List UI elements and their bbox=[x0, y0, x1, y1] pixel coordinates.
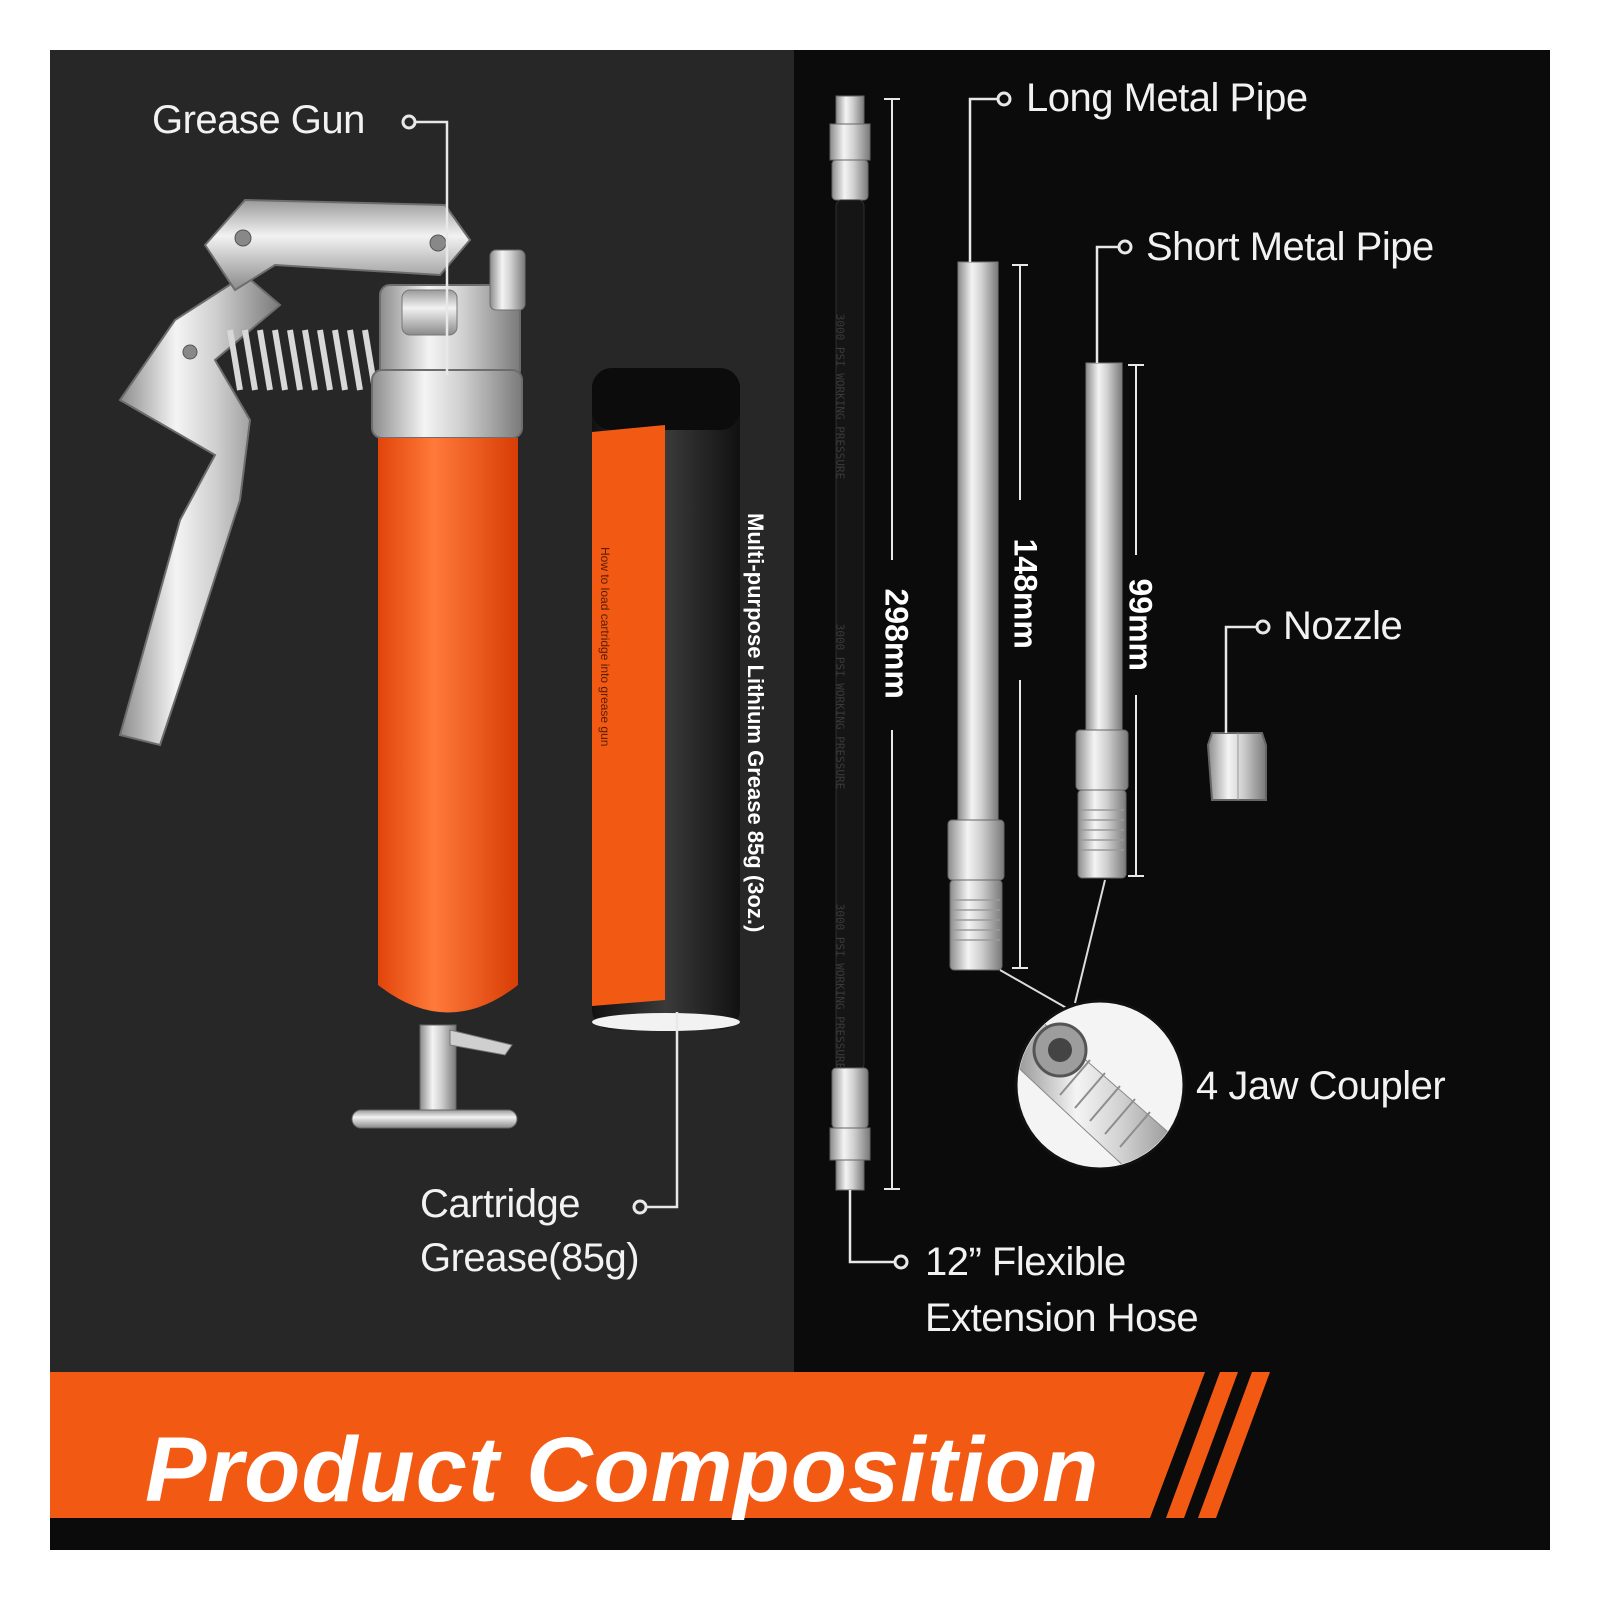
gun-t-handle bbox=[351, 1109, 518, 1129]
label-nozzle: Nozzle bbox=[1283, 604, 1403, 648]
leader-dots bbox=[401, 91, 1271, 1270]
dimension-long-pipe: 148mm bbox=[1007, 538, 1044, 649]
label-cartridge-line2: Grease(85g) bbox=[420, 1236, 640, 1280]
dimension-short-pipe: 99mm bbox=[1122, 578, 1159, 672]
nozzle-illustration bbox=[1206, 732, 1267, 801]
grease-gun-illustration bbox=[118, 198, 526, 1129]
label-long-pipe: Long Metal Pipe bbox=[1026, 76, 1308, 120]
label-cartridge-line1: Cartridge bbox=[420, 1182, 581, 1226]
leader-lines bbox=[409, 97, 1263, 1264]
right-panel bbox=[794, 50, 1550, 1402]
gun-linkage bbox=[203, 198, 472, 292]
cartridge-print-main: Multi-purpose Lithium Grease 85g (3oz.) bbox=[743, 513, 768, 933]
coupler-zoom bbox=[999, 879, 1186, 1171]
hose-print-1: 3000 PSI WORKING PRESSURE bbox=[833, 313, 847, 480]
hose-illustration bbox=[829, 95, 871, 1191]
gun-barrel bbox=[378, 438, 518, 1013]
long-pipe-illustration bbox=[947, 261, 1005, 971]
gun-handle bbox=[118, 273, 282, 747]
dimension-lines bbox=[884, 98, 1144, 1190]
gun-spring bbox=[227, 329, 378, 391]
label-short-pipe: Short Metal Pipe bbox=[1146, 225, 1434, 269]
label-hose-line1: 12” Flexible bbox=[925, 1240, 1126, 1284]
cartridge-illustration bbox=[592, 368, 740, 1031]
dimension-hose: 298mm bbox=[878, 588, 915, 699]
label-grease-gun: Grease Gun bbox=[152, 98, 365, 142]
label-coupler: 4 Jaw Coupler bbox=[1196, 1064, 1446, 1108]
banner-title: Product Composition bbox=[145, 1419, 1100, 1521]
cartridge-print-sub: How to load cartridge into grease gun bbox=[598, 547, 612, 747]
label-hose-line2: Extension Hose bbox=[925, 1296, 1199, 1340]
hose-print-2: 3000 PSI WORKING PRESSURE bbox=[833, 623, 847, 790]
short-pipe-illustration bbox=[1075, 362, 1129, 879]
banner-shapes bbox=[50, 1372, 1270, 1518]
hose-print-3: 3000 PSI WORKING PRESSURE bbox=[833, 903, 847, 1070]
gun-collar bbox=[371, 369, 523, 439]
